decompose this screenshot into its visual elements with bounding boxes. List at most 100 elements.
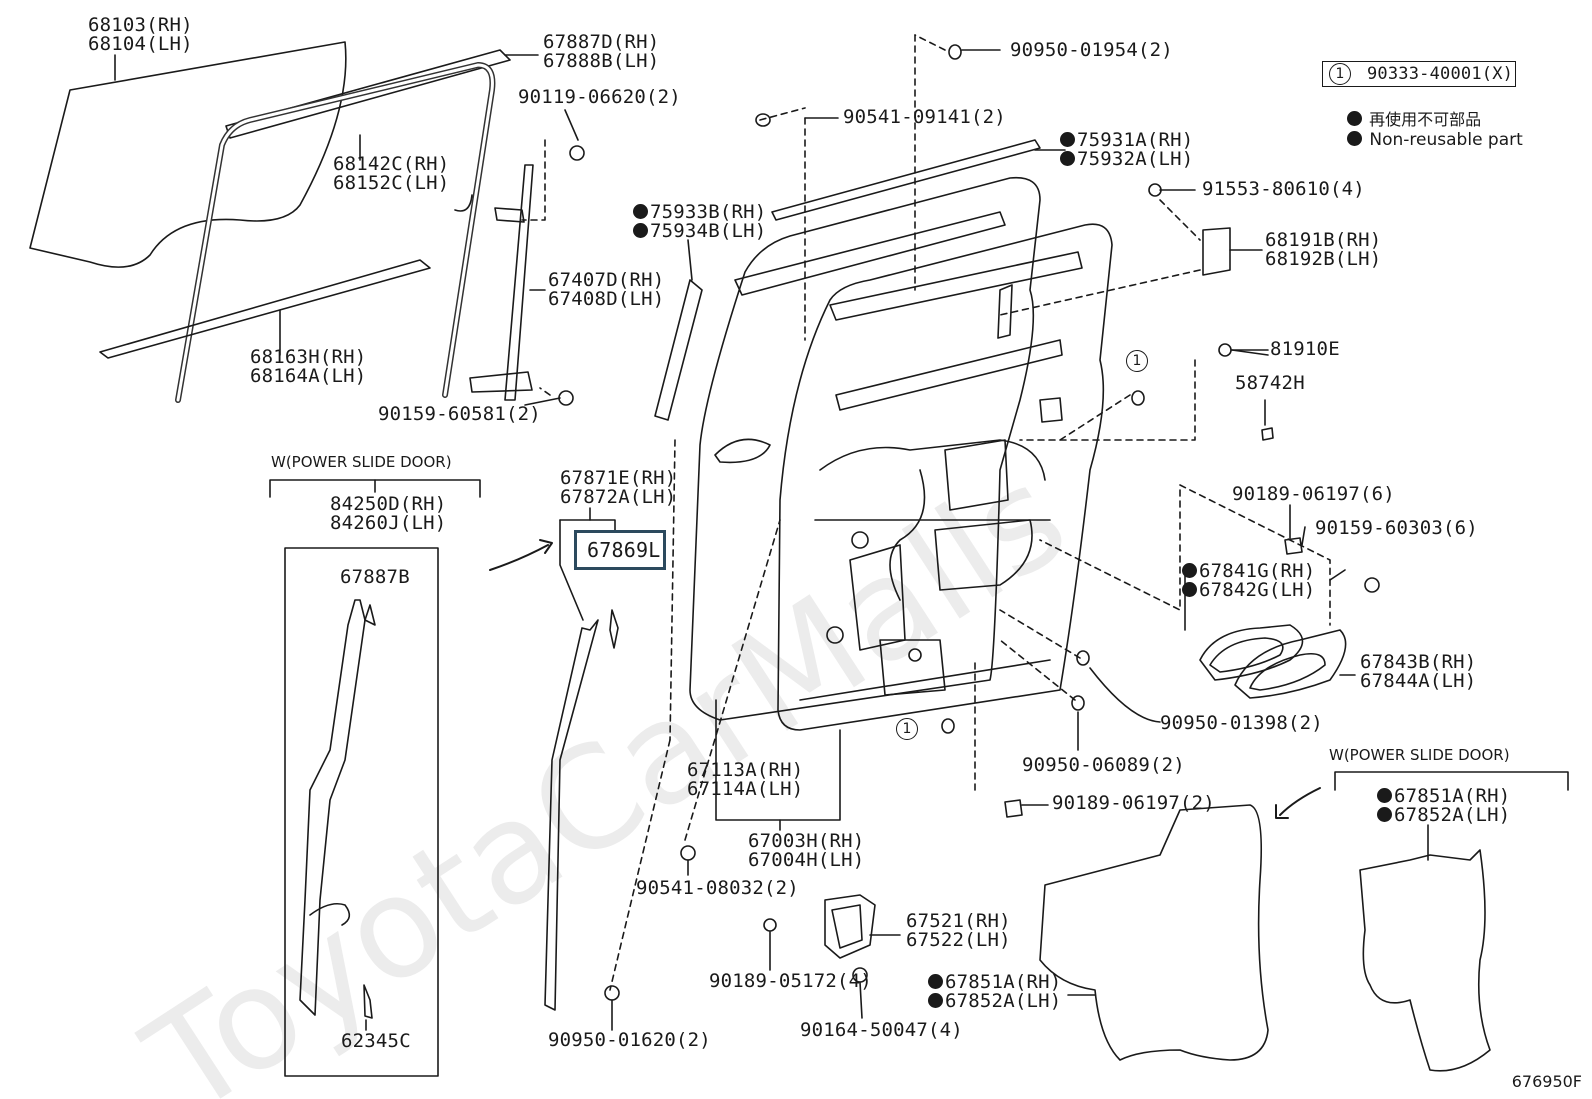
callout-line: 67851A(RH) (1394, 785, 1511, 807)
door-trim-strip (654, 279, 703, 421)
callout-line: 67851A(RH) (945, 971, 1062, 993)
callout-line: 90164-50047(4) (800, 1019, 963, 1041)
part-callout[interactable]: 67407D(RH) 67408D(LH) (548, 271, 664, 309)
callout-line: 67872A(LH) (560, 486, 677, 508)
part-callout[interactable]: 90950-06089(2) (1022, 756, 1185, 775)
part-callout[interactable]: 84250D(RH) 84260J(LH) (330, 495, 446, 533)
highlight-part-number: 67869L (587, 538, 661, 562)
callout-line: 90950-06089(2) (1022, 754, 1185, 776)
part-callout[interactable]: 90541-08032(2) (636, 879, 799, 898)
non-reusable-dot-icon (1377, 807, 1392, 822)
callout-line: 90189-06197(2) (1052, 792, 1215, 814)
part-callout[interactable]: 67003H(RH) 67004H(LH) (748, 832, 864, 870)
legend-part-number: 90333-40001(X) (1367, 64, 1514, 84)
door-weatherstrip (544, 619, 599, 1011)
callout-line: 90950-01620(2) (548, 1029, 711, 1051)
part-callout[interactable]: 90164-50047(4) (800, 1021, 963, 1040)
circle-ref-marker: 1 (896, 718, 918, 740)
part-callout[interactable]: 90189-06197(2) (1052, 794, 1215, 813)
door-glass (29, 41, 347, 268)
non-reusable-dot-icon (633, 223, 648, 238)
callout-line: 67004H(LH) (748, 849, 865, 871)
callout-line: 91553-80610(4) (1202, 178, 1365, 200)
part-callout[interactable]: 67841G(RH) 67842G(LH) (1182, 562, 1315, 600)
part-callout[interactable]: 90950-01954(2) (1010, 41, 1173, 60)
callout-line: 67843B(RH) (1360, 651, 1477, 673)
direction-arrow-left (489, 544, 549, 571)
part-callout[interactable]: 81910E (1270, 340, 1340, 359)
part-callout[interactable]: 90119-06620(2) (518, 88, 681, 107)
part-callout[interactable]: 90159-60303(6) (1315, 519, 1478, 538)
callout-line: 67003H(RH) (748, 830, 865, 852)
upper-molding (771, 139, 1041, 221)
non-reusable-dot-icon (1060, 132, 1075, 147)
division-bar (504, 164, 534, 401)
hole-plug (1218, 343, 1232, 357)
callout-line: 62345C (341, 1030, 411, 1052)
callout-line: 68192B(LH) (1265, 248, 1382, 270)
part-callout[interactable]: 75931A(RH) 75932A(LH) (1060, 131, 1193, 169)
callout-line: 90950-01398(2) (1160, 712, 1323, 734)
callout-line: 90950-01954(2) (1010, 39, 1173, 61)
part-callout[interactable]: 62345C (341, 1032, 411, 1051)
part-callout[interactable]: 67521(RH) 67522(LH) (906, 912, 1011, 950)
callout-line: 67844A(LH) (1360, 670, 1477, 692)
belt-weatherstrip (99, 259, 431, 359)
part-callout[interactable]: 68191B(RH) 68192B(LH) (1265, 231, 1381, 269)
part-callout[interactable]: 67843B(RH) 67844A(LH) (1360, 653, 1476, 691)
part-callout[interactable]: 91553-80610(4) (1202, 180, 1365, 199)
callout-line: 67522(LH) (906, 929, 1011, 951)
bolt-icon (569, 145, 585, 161)
service-hole-cover-2 (1359, 849, 1491, 1072)
circle-ref-marker: 1 (1329, 63, 1351, 85)
callout-line: 90159-60303(6) (1315, 517, 1478, 539)
callout-line: 67887D(RH) (543, 31, 660, 53)
callout-line: 68142C(RH) (333, 153, 450, 175)
non-reusable-dot-icon (928, 974, 943, 989)
legend-non-reusable-jp: 再使用不可部品 (1347, 106, 1481, 130)
part-callout[interactable]: 90189-06197(6) (1232, 485, 1395, 504)
non-reusable-dot-icon (1182, 563, 1197, 578)
non-reusable-dot-icon (1060, 151, 1075, 166)
power-slide-note-left: W(POWER SLIDE DOOR) (271, 453, 452, 471)
part-callout[interactable]: 75933B(RH) 75934B(LH) (633, 203, 766, 241)
inside-handle-bezel (1199, 624, 1304, 681)
callout-line: 67407D(RH) (548, 269, 665, 291)
callout-line: 75933B(RH) (650, 201, 767, 223)
callout-line: 67408D(LH) (548, 288, 665, 310)
part-callout[interactable]: 90189-05172(4) (709, 972, 872, 991)
callout-line: 67888B(LH) (543, 50, 660, 72)
part-callout[interactable]: 67851A(RH) 67852A(LH) (1377, 787, 1510, 825)
legend-en-text: Non-reusable part (1369, 130, 1523, 150)
part-callout[interactable]: 67851A(RH) 67852A(LH) (928, 973, 1061, 1011)
bolt-icon (558, 390, 574, 406)
part-callout[interactable]: 90950-01620(2) (548, 1031, 711, 1050)
callout-line: 67842G(LH) (1199, 579, 1316, 601)
part-callout[interactable]: 68103(RH) 68104(LH) (88, 16, 193, 54)
part-callout[interactable]: 58742H (1235, 374, 1305, 393)
part-callout[interactable]: 90159-60581(2) (378, 405, 541, 424)
power-slide-box (284, 547, 439, 1077)
highlight-part-box[interactable]: 67869L (574, 530, 666, 570)
part-callout[interactable]: 90541-09141(2) (843, 108, 1006, 127)
inner-door-panel (777, 223, 1113, 731)
part-callout[interactable]: 68163H(RH) 68164A(LH) (250, 348, 366, 386)
part-callout[interactable]: 67113A(RH) 67114A(LH) (687, 761, 803, 799)
callout-line: 90119-06620(2) (518, 86, 681, 108)
callout-line: 90189-06197(6) (1232, 483, 1395, 505)
power-slide-cable (299, 599, 366, 1016)
legend-jp-text: 再使用不可部品 (1369, 110, 1482, 129)
callout-line: 75934B(LH) (650, 220, 767, 242)
part-callout[interactable]: 67871E(RH) 67872A(LH) (560, 469, 676, 507)
part-callout[interactable]: 68142C(RH) 68152C(LH) (333, 155, 449, 193)
part-callout[interactable]: 67887B (340, 568, 410, 587)
part-callout[interactable]: 90950-01398(2) (1160, 714, 1323, 733)
lock-cover (824, 894, 876, 959)
callout-line: 75931A(RH) (1077, 129, 1194, 151)
part-callout[interactable]: 67887D(RH) 67888B(LH) (543, 33, 659, 71)
non-reusable-dot-icon (1182, 582, 1197, 597)
legend-box: 1 90333-40001(X) (1322, 61, 1516, 87)
callout-line: 58742H (1235, 372, 1305, 394)
callout-line: 84250D(RH) (330, 493, 447, 515)
